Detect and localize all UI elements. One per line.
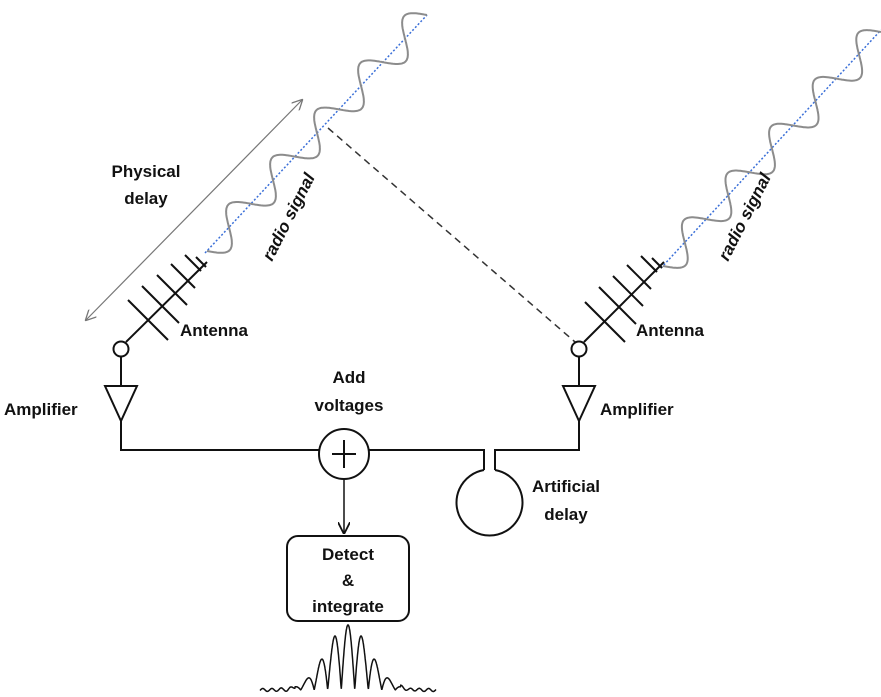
- detect-label: Detect: [322, 545, 374, 564]
- ampersand-label: &: [342, 571, 354, 590]
- artificial-delay-label-1: Artificial: [532, 477, 600, 496]
- antenna-left-label: Antenna: [180, 321, 249, 340]
- right-antenna: [570, 255, 665, 358]
- fringe-output-waveform: [259, 624, 437, 693]
- wavefront-dashed-line: [327, 127, 583, 349]
- left-signal-axis: [204, 14, 428, 254]
- detect-integrate-box: [286, 535, 410, 622]
- physical-delay-arrow: [86, 100, 302, 320]
- right-radio-signal: [660, 29, 881, 269]
- amplifier-right-label: Amplifier: [600, 400, 674, 419]
- radio-signal-left-label: radio signal: [259, 169, 320, 264]
- right-signal-wave: [662, 29, 881, 269]
- right-amplifier: [494, 357, 597, 470]
- adder-circle: [318, 428, 370, 480]
- left-amplifier: [103, 357, 319, 451]
- left-antenna-feed: [112, 340, 130, 358]
- artificial-delay-label-2: delay: [544, 505, 588, 524]
- integrate-label: integrate: [312, 597, 384, 616]
- left-signal-wave: [206, 12, 428, 254]
- antenna-right-label: Antenna: [636, 321, 705, 340]
- artificial-delay-loop: [369, 449, 524, 537]
- left-antenna: [112, 254, 208, 358]
- radio-signal-right-label: radio signal: [715, 169, 776, 264]
- left-radio-signal: [204, 12, 428, 254]
- right-antenna-feed: [570, 340, 588, 358]
- add-voltages-label-1: Add: [332, 368, 365, 387]
- amplifier-left-label: Amplifier: [4, 400, 78, 419]
- physical-delay-label-1: Physical: [112, 162, 181, 181]
- physical-delay-label-2: delay: [124, 189, 168, 208]
- add-voltages-label-2: voltages: [315, 396, 384, 415]
